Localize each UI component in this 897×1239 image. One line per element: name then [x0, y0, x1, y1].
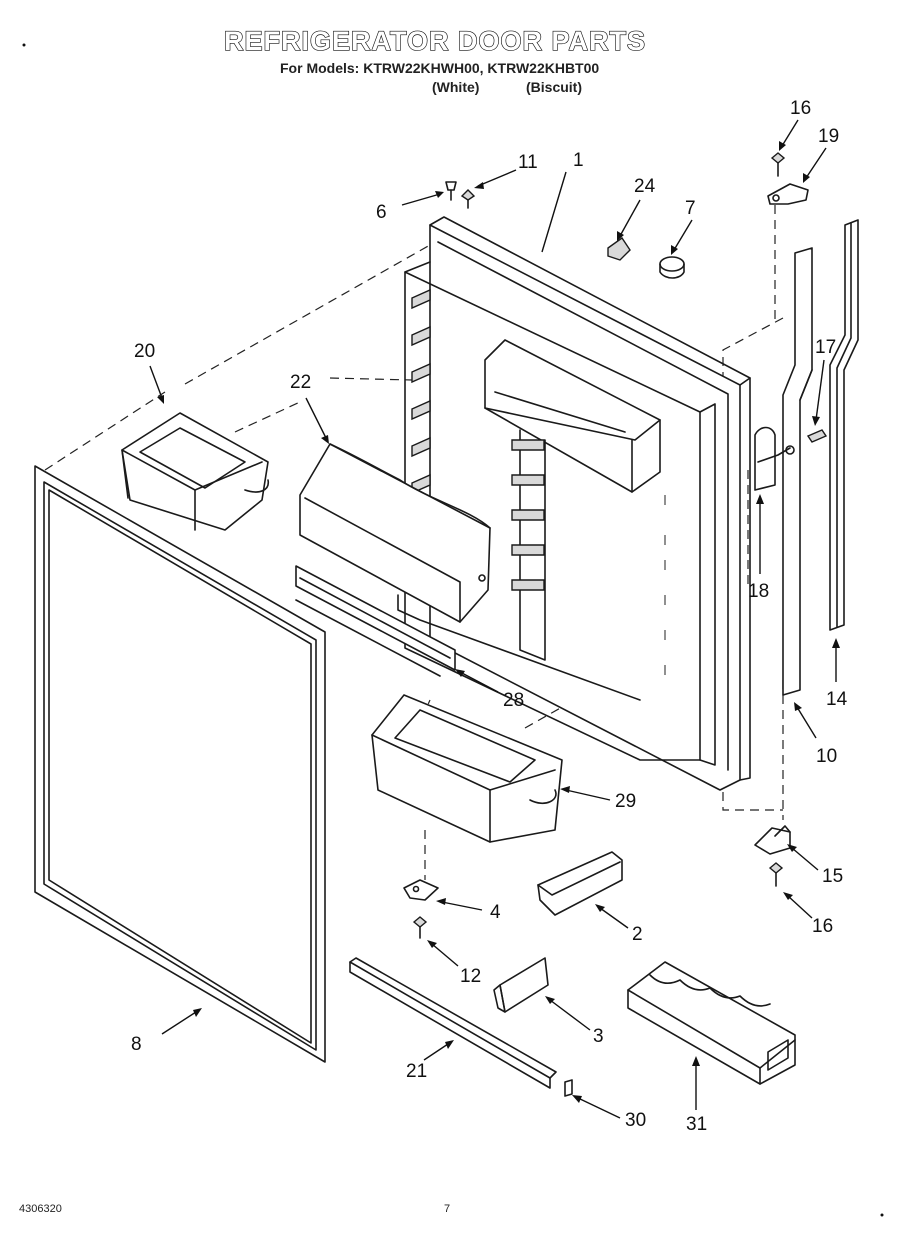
screw-12: [412, 916, 428, 939]
small-door-bin: [121, 412, 269, 531]
plug-fastener: [607, 237, 631, 261]
handle-screw: [806, 429, 828, 443]
large-door-bin: [371, 694, 563, 843]
callout-14: 14: [826, 689, 848, 710]
egg-tray: [627, 961, 796, 1085]
diagram-title: REFRIGERATOR DOOR PARTS: [223, 25, 646, 56]
callout-29: 29: [615, 791, 636, 812]
callout-15: 15: [822, 866, 843, 887]
callout-7: 7: [685, 198, 696, 219]
page-number: 7: [444, 1203, 451, 1215]
callout-1: 1: [573, 150, 584, 171]
callout-17: 17: [815, 337, 836, 358]
screw-11: [460, 189, 476, 209]
top-hinge: [767, 183, 809, 205]
callout-11: 11: [518, 152, 538, 173]
corner-mark: [22, 43, 26, 47]
door-handle: [782, 247, 813, 696]
callout-6: 6: [376, 202, 387, 223]
color-white: (White): [432, 79, 480, 95]
dairy-rail: [295, 565, 456, 677]
closure-cover: [493, 957, 549, 1013]
callout-20: 20: [134, 341, 155, 362]
callout-8: 8: [131, 1034, 142, 1055]
callout-12: 12: [460, 966, 481, 987]
bottom-hinge: [754, 825, 791, 855]
screw-6: [445, 181, 457, 201]
dairy-door: [299, 443, 491, 623]
callout-28: 28: [503, 690, 524, 711]
door-stop: [537, 851, 623, 916]
callout-31: 31: [686, 1114, 707, 1135]
callout-24: 24: [634, 176, 656, 197]
leader-lines: [149, 119, 840, 1119]
color-biscuit: (Biscuit): [526, 79, 582, 95]
callout-3: 3: [593, 1026, 604, 1047]
hinge-screw-bottom: [768, 862, 784, 887]
bottom-trim: [349, 957, 557, 1089]
callout-30: 30: [625, 1110, 646, 1131]
handle-bracket: [754, 426, 795, 491]
callout-10: 10: [816, 746, 837, 767]
corner-mark: [880, 1213, 884, 1217]
callout-numbers: 1 2 3 4 6 7 8 10 11 12 14 15 16 16 17 18…: [131, 98, 848, 1135]
callout-19: 19: [818, 126, 839, 147]
door-gasket: [34, 465, 326, 1063]
shelf-clips: [411, 288, 666, 675]
callout-16-top: 16: [790, 98, 811, 119]
handle-trim: [829, 219, 859, 631]
callout-22: 22: [290, 372, 311, 393]
callout-16-bottom: 16: [812, 916, 833, 937]
doc-number: 4306320: [19, 1203, 62, 1215]
trim-end-cap: [564, 1079, 573, 1097]
callout-21: 21: [406, 1061, 427, 1082]
hinge-screw-top: [770, 152, 786, 177]
callout-2: 2: [632, 924, 643, 945]
door-liner-assembly: [397, 216, 751, 791]
callout-4: 4: [490, 902, 501, 923]
hinge-cap: [659, 256, 685, 279]
callout-18: 18: [748, 581, 769, 602]
hinge-bracket: [403, 879, 439, 901]
models-line: For Models: KTRW22KHWH00, KTRW22KHBT00: [280, 60, 600, 76]
